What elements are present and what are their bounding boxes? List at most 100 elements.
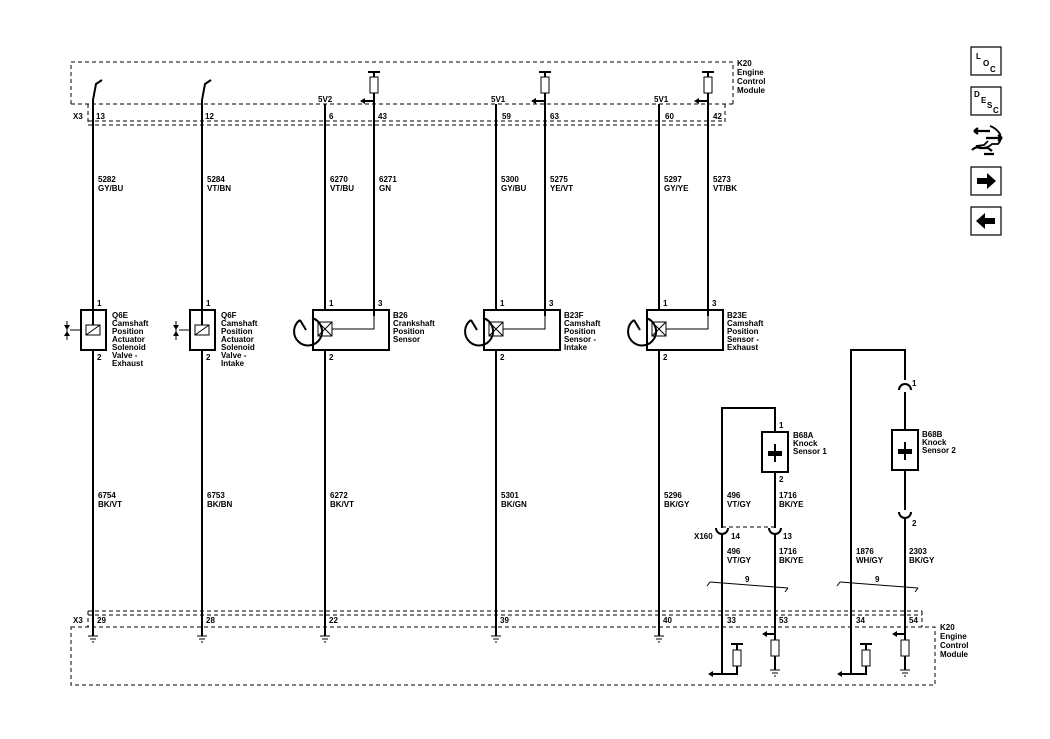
ground-icon <box>88 635 910 677</box>
component-label: Camshaft <box>112 319 149 328</box>
b26-crankshaft-sensor: 1 3 2 B26 Crankshaft Position Sensor <box>293 299 435 362</box>
component-label: Camshaft <box>564 319 601 328</box>
module-bottom-line1: Engine <box>940 632 967 641</box>
driver-switch-icon <box>92 79 212 101</box>
wire-color: VT/BU <box>330 184 354 193</box>
module-bottom-id: K20 <box>940 623 955 632</box>
connector-top-label: X3 <box>73 112 83 121</box>
pin-label: 14 <box>731 532 740 541</box>
location-button[interactable]: L O C <box>970 46 1002 76</box>
wire-color: GY/YE <box>664 184 689 193</box>
top-pin-labels: 13 12 6 43 59 63 60 42 <box>96 112 722 121</box>
module-top-line3: Module <box>737 86 766 95</box>
pin-2-label: 2 <box>779 475 784 484</box>
wire-number: 6271 <box>379 175 397 184</box>
pin-label: 13 <box>783 532 792 541</box>
pin-1-label: 1 <box>912 379 917 388</box>
pin-2-label: 2 <box>500 353 505 362</box>
pin-1-label: 1 <box>663 299 668 308</box>
wire-number: 6270 <box>330 175 348 184</box>
wire-color: YE/VT <box>550 184 573 193</box>
pin-2-label: 2 <box>206 353 211 362</box>
component-label: Valve - <box>112 351 138 360</box>
q6f-solenoid-valve: 1 2 Q6F Camshaft Position Actuator Solen… <box>173 299 258 368</box>
next-page-button[interactable] <box>970 166 1002 196</box>
component-label: Intake <box>221 359 245 368</box>
component-id: B23F <box>564 311 584 320</box>
component-label: Actuator <box>221 335 254 344</box>
pin-label: 63 <box>550 112 559 121</box>
pin-2-label: 2 <box>663 353 668 362</box>
component-id: B23E <box>727 311 748 320</box>
component-label: Position <box>221 327 253 336</box>
pin-3-label: 3 <box>712 299 717 308</box>
component-label: Position <box>727 327 759 336</box>
connector-bottom-label: X3 <box>73 616 83 625</box>
component-id: B26 <box>393 311 408 320</box>
pin-3-label: 3 <box>549 299 554 308</box>
component-label: Solenoid <box>112 343 146 352</box>
pin-1-label: 1 <box>500 299 505 308</box>
component-label: Valve - <box>221 351 247 360</box>
pin-label: 53 <box>779 616 788 625</box>
component-label: Actuator <box>112 335 145 344</box>
component-label: Camshaft <box>221 319 258 328</box>
module-top-line2: Control <box>737 77 765 86</box>
component-label: Position <box>393 327 425 336</box>
bottom-pin-labels: 29 28 22 39 40 33 53 34 54 <box>97 616 918 625</box>
pin-1-label: 1 <box>97 299 102 308</box>
wire-color: BK/GY <box>909 556 935 565</box>
component-label: Exhaust <box>112 359 143 368</box>
x160-inline-connector: X160 14 13 496 VT/GY 1716 BK/YE <box>694 526 804 674</box>
component-id: Q6F <box>221 311 237 320</box>
wire-color: BK/GN <box>501 500 527 509</box>
pin-3-label: 3 <box>378 299 383 308</box>
wire-number: 5275 <box>550 175 568 184</box>
q6e-solenoid-valve: 1 2 Q6E Camshaft Position Actuator Solen… <box>64 299 149 368</box>
wire-number: 1716 <box>779 547 797 556</box>
previous-page-arrow-icon <box>976 213 995 229</box>
connector-end-view-icon[interactable] <box>971 125 1003 156</box>
wire-color: BK/YE <box>779 556 804 565</box>
supply-5v2-label: 5V2 <box>318 95 333 104</box>
wire-number: 5296 <box>664 491 682 500</box>
wire-number: 6753 <box>207 491 225 500</box>
b23f-camshaft-sensor-intake: 1 3 2 B23F Camshaft Position Sensor - In… <box>464 299 601 362</box>
component-label: Sensor - <box>564 335 596 344</box>
pin-label: 43 <box>378 112 387 121</box>
loc-letter: C <box>990 65 996 74</box>
wire-number: 496 <box>727 491 741 500</box>
wire-color: WH/GY <box>856 556 884 565</box>
component-label: Knock <box>793 439 818 448</box>
wire-number: 496 <box>727 547 741 556</box>
desc-letter: E <box>981 96 987 105</box>
component-label: Intake <box>564 343 588 352</box>
pin-label: 40 <box>663 616 672 625</box>
module-bottom: X3 K20 Engine Control Module <box>70 610 969 686</box>
component-id: B68A <box>793 431 814 440</box>
pin-2-label: 2 <box>912 519 917 528</box>
connector-x160-label: X160 <box>694 532 713 541</box>
wire-number: 5273 <box>713 175 731 184</box>
pin-1-label: 1 <box>206 299 211 308</box>
b68b-knock-sensor-2: 1 2 B68B Knock Sensor 2 1876 WH/GY 2303 … <box>850 349 956 674</box>
supply-labels: 5V2 5V1 5V1 <box>318 95 669 104</box>
loc-letter: L <box>976 52 981 61</box>
upper-wire-labels: 5282 GY/BU 5284 VT/BN 6270 VT/BU 6271 GN… <box>98 175 737 193</box>
wire-color: GY/BU <box>98 184 124 193</box>
wire-number: 6272 <box>330 491 348 500</box>
component-label: Camshaft <box>727 319 764 328</box>
previous-page-button[interactable] <box>970 206 1002 236</box>
description-button[interactable]: D E S C <box>970 86 1002 116</box>
lower-wire-labels: 6754 BK/VT 6753 BK/BN 6272 BK/VT 5301 BK… <box>98 491 690 509</box>
wire-color: BK/VT <box>98 500 122 509</box>
pullup-resistor-icon <box>360 71 714 104</box>
twisted-pair-marks: 9 9 <box>706 575 919 593</box>
wire-color: BK/YE <box>779 500 804 509</box>
component-label: Sensor 1 <box>793 447 827 456</box>
pin-label: 39 <box>500 616 509 625</box>
pin-label: 6 <box>329 112 334 121</box>
wire-color: BK/BN <box>207 500 233 509</box>
